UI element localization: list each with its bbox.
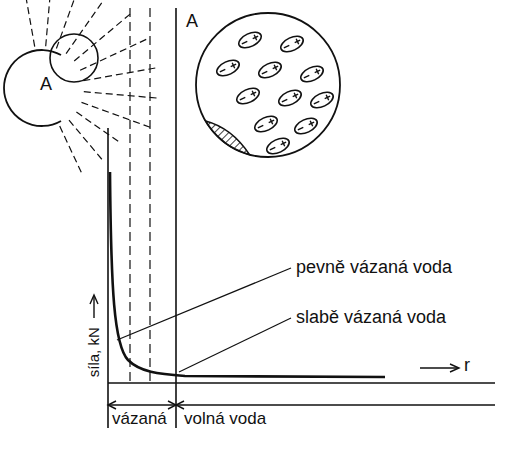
field-ray bbox=[69, 120, 103, 161]
r-axis bbox=[108, 382, 495, 384]
detail-circle: A bbox=[182, 8, 344, 161]
leader-line bbox=[117, 268, 291, 340]
field-ray bbox=[74, 14, 130, 61]
field-ray bbox=[76, 112, 119, 142]
field-ray bbox=[22, 0, 35, 47]
zone-label: vázaná bbox=[112, 410, 167, 429]
field-ray bbox=[46, 0, 52, 46]
leader-line bbox=[179, 318, 291, 372]
field-ray bbox=[82, 102, 151, 127]
water-dipole bbox=[256, 59, 283, 81]
water-dipole bbox=[234, 85, 261, 107]
dimension-arrow bbox=[108, 401, 116, 409]
zone-label: volná voda bbox=[184, 410, 266, 429]
field-ray bbox=[66, 0, 108, 54]
water-dipole bbox=[278, 33, 305, 55]
axis-symbol: r bbox=[464, 356, 470, 376]
field-ray bbox=[56, 0, 81, 48]
field-ray bbox=[84, 92, 157, 98]
water-dipole bbox=[292, 115, 319, 137]
magnify-circle bbox=[50, 34, 98, 82]
water-dipole bbox=[308, 89, 335, 111]
curve-label: slabě vázaná voda bbox=[296, 308, 446, 328]
field-ray bbox=[80, 39, 146, 70]
node-letter: A bbox=[186, 12, 198, 30]
boundary-line bbox=[175, 8, 177, 428]
force-arrowhead bbox=[90, 295, 98, 304]
water-dipole bbox=[214, 57, 241, 79]
r-arrowhead bbox=[450, 364, 459, 372]
force-arrow bbox=[93, 296, 94, 318]
boundary-dashed bbox=[129, 8, 130, 383]
dimension-line bbox=[108, 404, 495, 405]
soil-particle: A bbox=[4, 50, 80, 126]
dimension-arrow bbox=[176, 401, 184, 409]
axis-title: síla, kN bbox=[86, 327, 103, 377]
node-letter: A bbox=[40, 75, 52, 93]
field-ray bbox=[60, 126, 82, 174]
field-rays bbox=[22, 0, 157, 174]
detail-outline bbox=[196, 13, 340, 157]
particle-outline bbox=[4, 50, 61, 126]
water-dipole bbox=[236, 29, 263, 51]
curve-label: pevně vázaná voda bbox=[296, 258, 452, 278]
detail-circle-outline bbox=[182, 8, 344, 161]
water-dipole bbox=[276, 87, 303, 109]
water-dipole bbox=[298, 63, 325, 85]
water-dipole bbox=[252, 113, 279, 135]
r-arrow bbox=[420, 367, 458, 368]
particle-edge-hatch bbox=[206, 121, 250, 155]
